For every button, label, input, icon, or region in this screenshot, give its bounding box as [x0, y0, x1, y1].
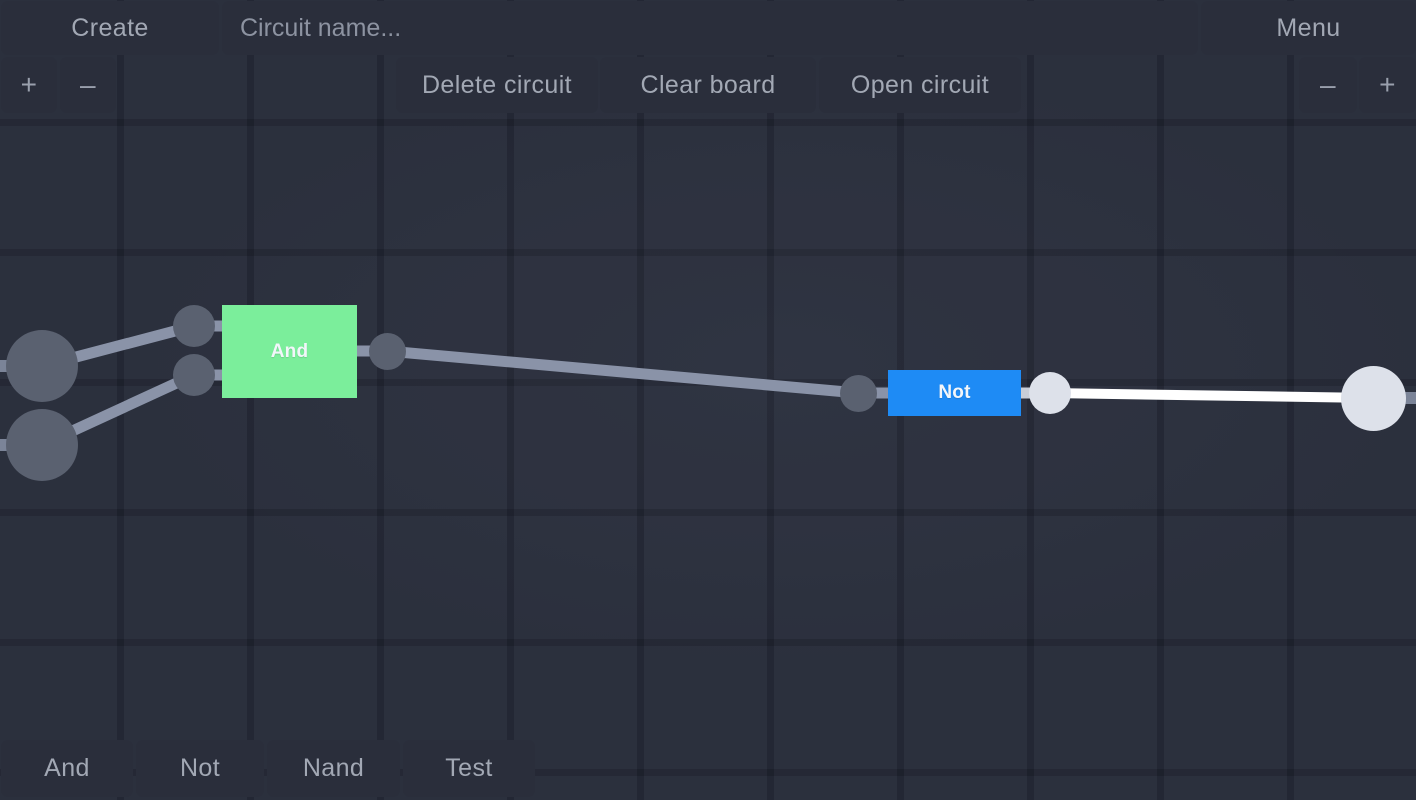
node-and-input-1[interactable]: [173, 305, 215, 347]
zoom-out-icon-left[interactable]: –: [60, 57, 116, 113]
palette-item-test[interactable]: Test: [403, 740, 535, 797]
palette-item-not[interactable]: Not: [136, 740, 264, 797]
open-circuit-button[interactable]: Open circuit: [819, 57, 1021, 113]
node-input-b[interactable]: [6, 409, 78, 481]
zoom-in-icon-left[interactable]: +: [1, 57, 57, 113]
node-and-output[interactable]: [369, 333, 406, 370]
clear-board-button[interactable]: Clear board: [600, 57, 816, 113]
circuit-name-input[interactable]: [222, 1, 1198, 55]
gate-and-label: And: [270, 340, 309, 362]
create-button[interactable]: Create: [1, 1, 219, 55]
node-circuit-output[interactable]: [1341, 366, 1406, 431]
gate-not-label: Not: [938, 382, 971, 403]
palette-item-and[interactable]: And: [1, 740, 133, 797]
palette-item-nand[interactable]: Nand: [267, 740, 400, 797]
menu-button[interactable]: Menu: [1201, 1, 1416, 55]
node-not-output[interactable]: [1029, 372, 1071, 414]
zoom-out-icon-right[interactable]: –: [1299, 57, 1357, 113]
node-and-input-2[interactable]: [173, 354, 215, 396]
zoom-in-icon-right[interactable]: +: [1359, 57, 1416, 113]
delete-circuit-button[interactable]: Delete circuit: [396, 57, 598, 113]
gate-not[interactable]: Not: [888, 370, 1021, 416]
gate-and[interactable]: And: [222, 305, 357, 398]
node-not-input[interactable]: [840, 375, 877, 412]
node-input-a[interactable]: [6, 330, 78, 402]
